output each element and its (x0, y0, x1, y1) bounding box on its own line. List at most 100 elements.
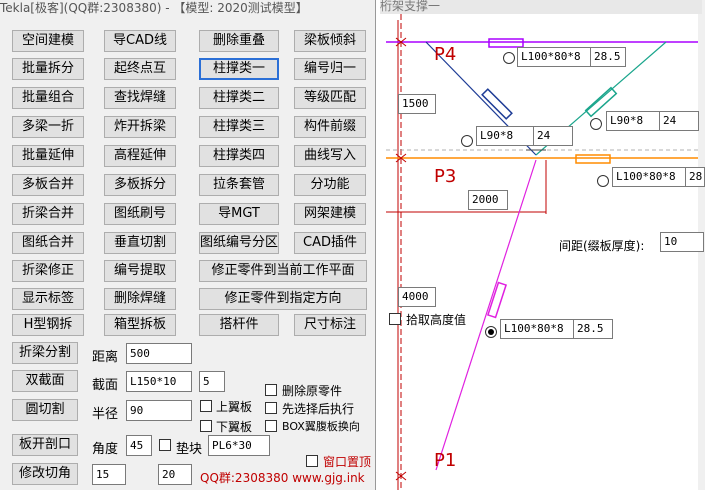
point-p4-label: P4 (434, 44, 457, 65)
modify-corner-button[interactable]: 修改切角 (12, 463, 78, 485)
corner-value-2-input[interactable]: 20 (158, 464, 192, 485)
tool-button-r10-c0[interactable]: H型钢拆 (12, 314, 84, 336)
tool-button-r2-c3[interactable]: 等级匹配 (294, 87, 366, 109)
shim-input[interactable]: PL6*30 (208, 435, 270, 456)
tool-button-r0-c3[interactable]: 梁板倾斜 (294, 30, 366, 52)
tool-button-r1-c3[interactable]: 编号归一 (294, 58, 366, 80)
bottom-profile-input[interactable]: L100*80*8 (500, 319, 574, 339)
tool-button-r5-c0[interactable]: 多板合并 (12, 174, 84, 196)
tool-button-r7-c1[interactable]: 垂直切割 (104, 232, 176, 254)
tool-button-r6-c1[interactable]: 图纸刷号 (104, 203, 176, 225)
circle-cut-button[interactable]: 圆切割 (12, 399, 78, 421)
double-section-button[interactable]: 双截面 (12, 370, 78, 392)
spacing-label: 间距(缀板厚度): (559, 239, 645, 253)
pick-height-checkbox[interactable] (389, 313, 401, 325)
shim-label: 垫块 (176, 442, 203, 457)
bottom-thickness-input[interactable]: 28.5 (573, 319, 613, 339)
pick-height-label: 拾取高度值 (406, 313, 467, 327)
bottom-radio[interactable] (485, 326, 497, 338)
right-brace-member (584, 86, 618, 118)
truss-brace-panel: 桁架支撑一 P4 P3 P1 1500 2000 4000 L100*80*8 … (375, 0, 705, 490)
lower-member (486, 281, 508, 319)
tool-button-r6-c0[interactable]: 折梁合并 (12, 203, 84, 225)
right-profile-input[interactable]: L90*8 (606, 111, 660, 131)
top-radio[interactable] (503, 52, 515, 64)
tool-button-r9-c1[interactable]: 删除焊缝 (104, 288, 176, 310)
tool-button-r2-c1[interactable]: 查找焊缝 (104, 87, 176, 109)
tool-button-r9-c0[interactable]: 显示标签 (12, 288, 84, 310)
pin-window-checkbox[interactable] (306, 455, 318, 467)
top-profile-input[interactable]: L100*80*8 (517, 47, 591, 67)
section-input[interactable]: L150*10 (126, 371, 192, 392)
top-member (488, 38, 524, 48)
select-first-label: 先选择后执行 (282, 402, 355, 416)
corner-value-1-input[interactable]: 15 (92, 464, 126, 485)
dim-4000-input[interactable]: 4000 (398, 287, 436, 307)
section-count-input[interactable]: 5 (199, 371, 225, 392)
left-profile-input[interactable]: L90*8 (476, 126, 534, 146)
tool-button-r7-c0[interactable]: 图纸合并 (12, 232, 84, 254)
dim-1500-input[interactable]: 1500 (398, 94, 436, 114)
section-label: 截面 (92, 378, 119, 393)
angle-input[interactable]: 45 (126, 435, 152, 456)
tool-button-r7-c2[interactable]: 图纸编号分区 (199, 232, 279, 254)
left-brace-member (481, 88, 513, 120)
mid-thickness-input[interactable]: 28 (685, 167, 705, 187)
tool-button-r1-c2[interactable]: 柱撑类一 (199, 58, 279, 80)
box-swap-checkbox[interactable] (265, 420, 277, 432)
top-wing-checkbox[interactable] (200, 400, 212, 412)
tool-button-r6-c3[interactable]: 网架建模 (294, 203, 366, 225)
angle-label: 角度 (92, 442, 119, 457)
tool-button-r10-c3[interactable]: 尺寸标注 (294, 314, 366, 336)
delete-original-checkbox[interactable] (265, 384, 277, 396)
tool-button-r0-c1[interactable]: 导CAD线 (104, 30, 176, 52)
left-radio[interactable] (461, 135, 473, 147)
tool-button-r3-c0[interactable]: 多梁一折 (12, 116, 84, 138)
tool-button-r10-c1[interactable]: 箱型拆板 (104, 314, 176, 336)
tool-button-r9-c2[interactable]: 修正零件到指定方向 (199, 288, 367, 310)
pin-window-label: 窗口置顶 (323, 455, 372, 469)
right-radio[interactable] (590, 118, 602, 130)
tool-button-r8-c1[interactable]: 编号提取 (104, 260, 176, 282)
mid-profile-input[interactable]: L100*80*8 (612, 167, 686, 187)
tool-button-r0-c0[interactable]: 空间建模 (12, 30, 84, 52)
tool-button-r1-c0[interactable]: 批量拆分 (12, 58, 84, 80)
tool-button-r4-c1[interactable]: 高程延伸 (104, 145, 176, 167)
tool-button-r4-c0[interactable]: 批量延伸 (12, 145, 84, 167)
tool-button-r4-c3[interactable]: 曲线写入 (294, 145, 366, 167)
tool-button-r3-c2[interactable]: 柱撑类三 (199, 116, 279, 138)
select-first-checkbox[interactable] (265, 402, 277, 414)
tool-button-r6-c2[interactable]: 导MGT (199, 203, 279, 225)
top-thickness-input[interactable]: 28.5 (590, 47, 626, 67)
bottom-wing-label: 下翼板 (216, 420, 253, 434)
tool-button-r10-c2[interactable]: 搭杆件 (199, 314, 279, 336)
tool-button-r7-c3[interactable]: CAD插件 (294, 232, 366, 254)
tool-button-r3-c1[interactable]: 炸开拆梁 (104, 116, 176, 138)
distance-input[interactable]: 500 (126, 343, 192, 364)
tool-button-r5-c3[interactable]: 分功能 (294, 174, 366, 196)
box-swap-label: BOX翼腹板换向 (282, 420, 360, 433)
bottom-wing-checkbox[interactable] (200, 420, 212, 432)
plate-bevel-button[interactable]: 板开剖口 (12, 434, 78, 456)
tool-button-r5-c1[interactable]: 多板拆分 (104, 174, 176, 196)
diag-lower (435, 159, 537, 471)
beam-split-button[interactable]: 折梁分割 (12, 342, 78, 364)
tool-button-r8-c2[interactable]: 修正零件到当前工作平面 (199, 260, 367, 282)
tool-button-r3-c3[interactable]: 构件前缀 (294, 116, 366, 138)
tool-button-r8-c0[interactable]: 折梁修正 (12, 260, 84, 282)
tool-button-r4-c2[interactable]: 柱撑类四 (199, 145, 279, 167)
dim-2000-input[interactable]: 2000 (468, 190, 508, 210)
spacing-input[interactable]: 10 (660, 232, 704, 252)
panel-title: 桁架支撑一 (380, 0, 702, 14)
mid-radio[interactable] (597, 175, 609, 187)
shim-checkbox[interactable] (159, 439, 171, 451)
distance-label: 距离 (92, 350, 119, 365)
tool-button-r0-c2[interactable]: 删除重叠 (199, 30, 279, 52)
right-thickness-input[interactable]: 24 (659, 111, 699, 131)
tool-button-r5-c2[interactable]: 拉条套管 (199, 174, 279, 196)
tool-button-r2-c2[interactable]: 柱撑类二 (199, 87, 279, 109)
left-thickness-input[interactable]: 24 (533, 126, 573, 146)
radius-input[interactable]: 90 (126, 400, 192, 421)
tool-button-r2-c0[interactable]: 批量组合 (12, 87, 84, 109)
tool-button-r1-c1[interactable]: 起终点互 (104, 58, 176, 80)
